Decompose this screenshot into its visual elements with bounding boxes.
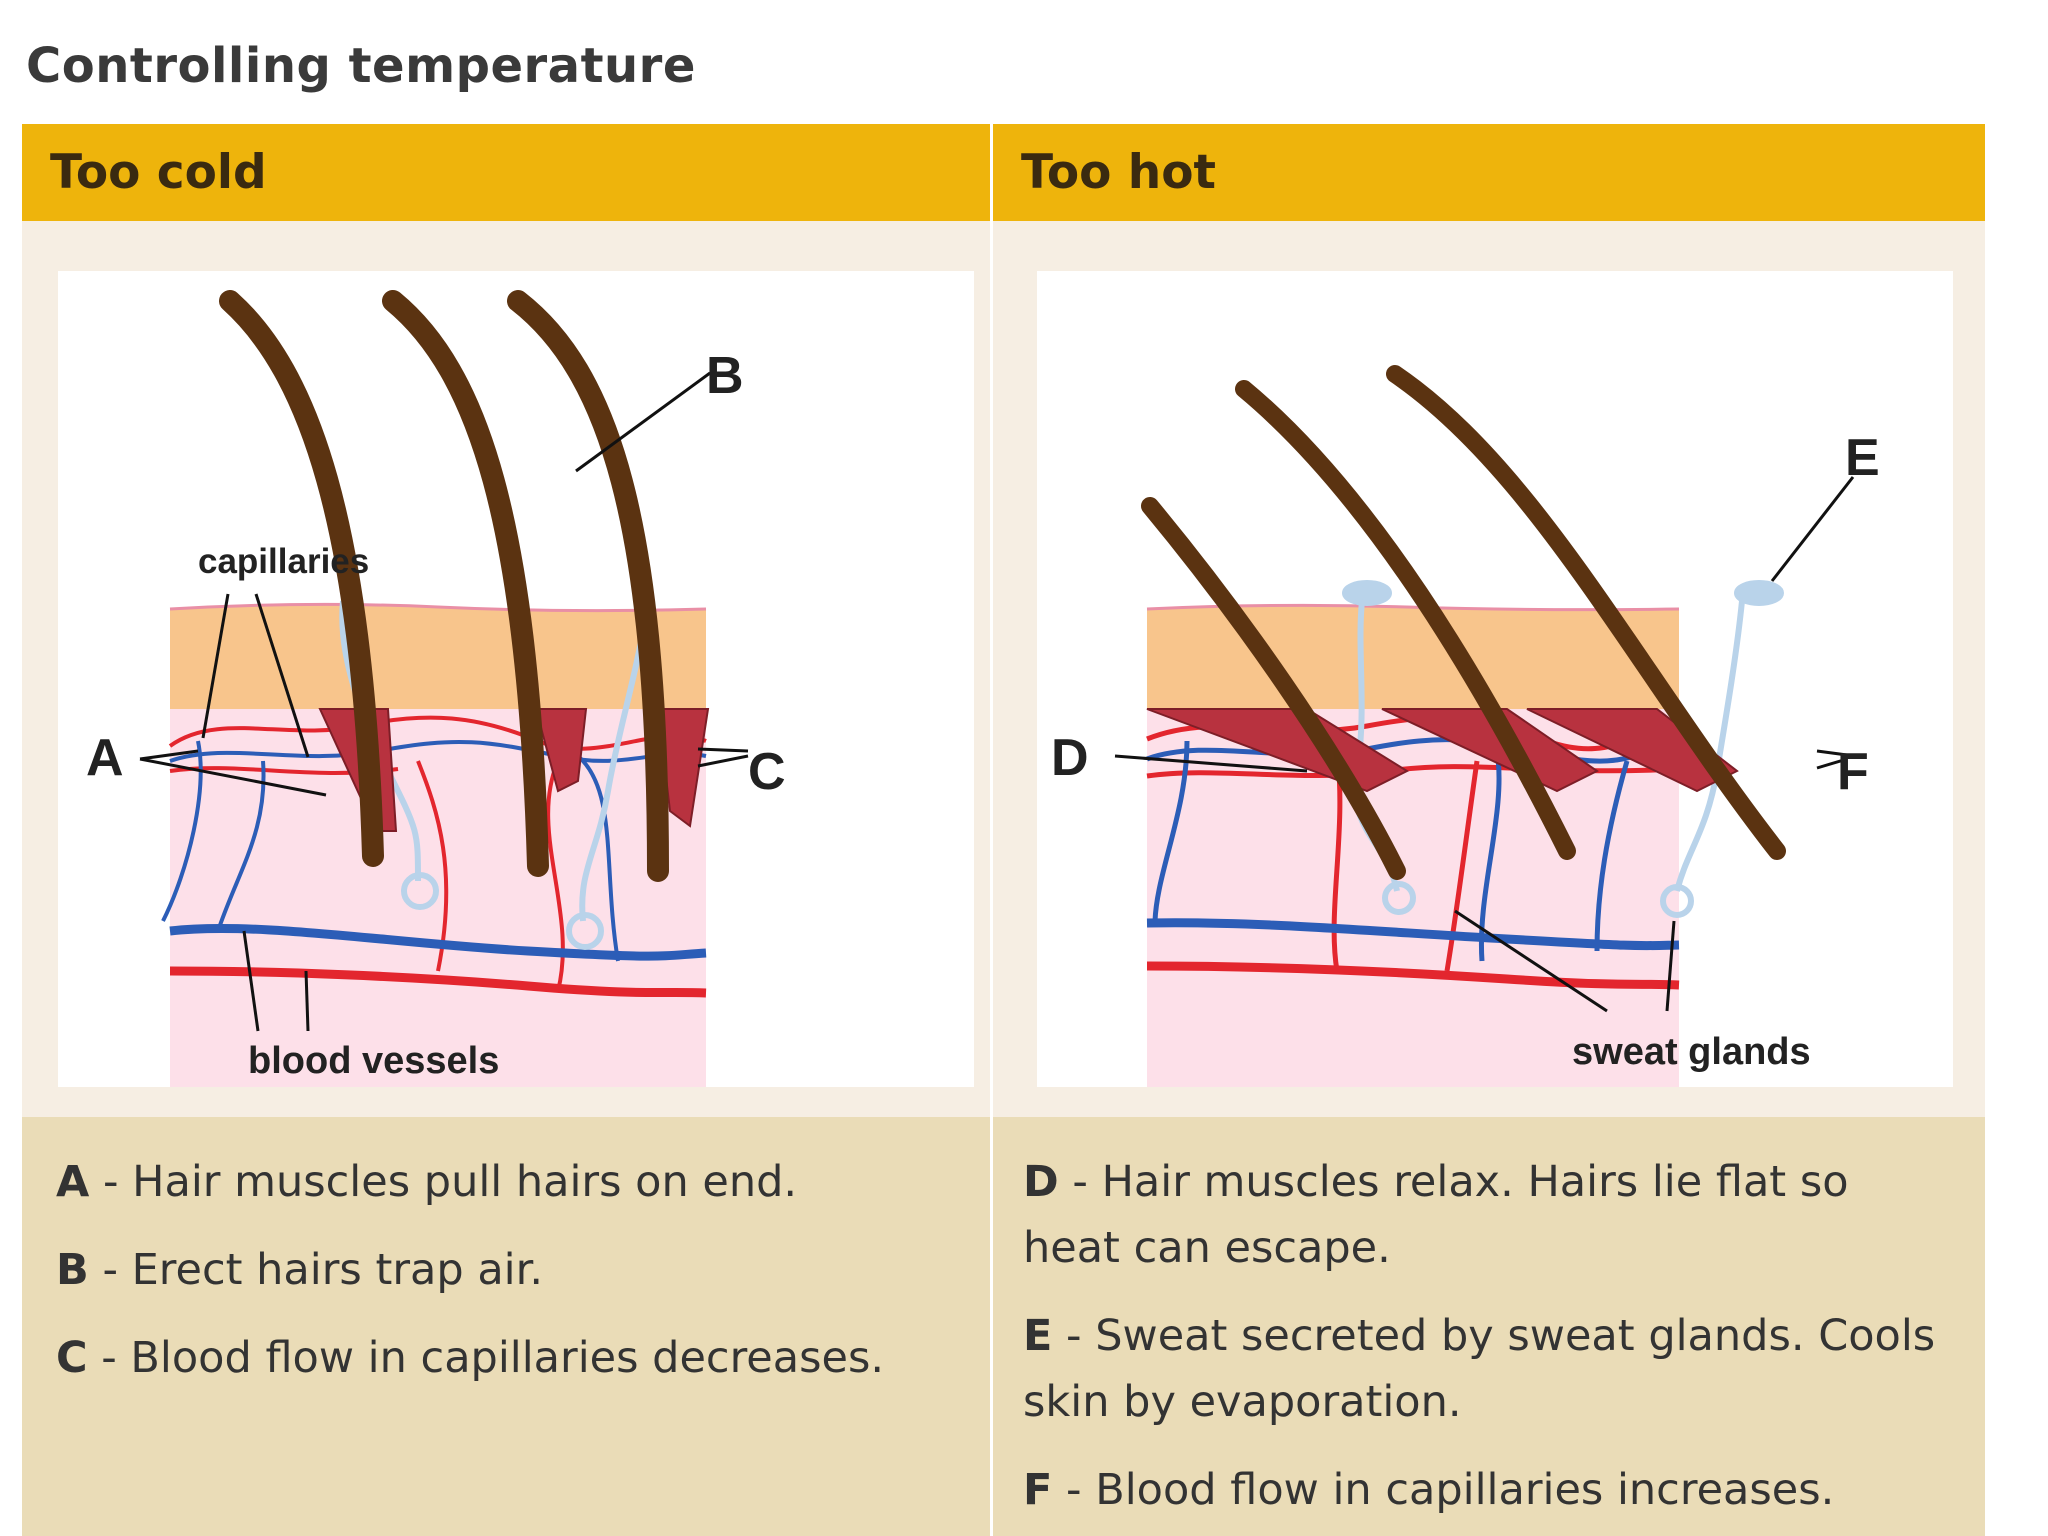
- explanation-item-E: E - Sweat secreted by sweat glands. Cool…: [1023, 1311, 1936, 1427]
- epidermis-layer: [170, 604, 706, 709]
- label-capillaries: capillaries: [198, 542, 369, 581]
- column-header-too-hot: Too hot: [993, 124, 1985, 221]
- skin-diagram-too-hot: E D F sweat glands: [1037, 271, 1953, 1087]
- explanation-item-C: C - Blood flow in capillaries decreases.: [56, 1333, 885, 1383]
- column-header-too-cold: Too cold: [22, 124, 990, 221]
- label-A: A: [86, 729, 124, 787]
- leader-lines-hot: [1114, 476, 1855, 1013]
- label-F: F: [1837, 743, 1869, 801]
- skin-cross-section-hot: E D F sweat glands: [1051, 365, 1880, 1087]
- dermis-layer: [170, 671, 706, 1087]
- explanation-cell-too-cold: A - Hair muscles pull hairs on end. B - …: [22, 1117, 990, 1536]
- explanation-item-B: B - Erect hairs trap air.: [56, 1245, 544, 1295]
- vein: [1146, 918, 1680, 951]
- leader-lines-cold: [139, 371, 749, 1032]
- explanation-item-A: A - Hair muscles pull hairs on end.: [56, 1157, 798, 1207]
- explanation-cell-too-hot: D - Hair muscles relax. Hairs lie flat s…: [993, 1117, 1985, 1536]
- vein: [169, 923, 707, 961]
- artery: [169, 966, 707, 998]
- label-C: C: [748, 743, 786, 801]
- label-blood-vessels: blood vessels: [248, 1040, 499, 1082]
- explanation-item-F: F - Blood flow in capillaries increases.: [1023, 1465, 1835, 1515]
- artery: [1146, 961, 1680, 990]
- explanation-item-D: D - Hair muscles relax. Hairs lie flat s…: [1023, 1157, 1849, 1273]
- label-sweat-glands: sweat glands: [1572, 1031, 1811, 1073]
- skin-cross-section-cold: capillaries blood vessels A B C: [86, 290, 786, 1087]
- hairs-flat: [1141, 365, 1786, 880]
- label-E: E: [1845, 429, 1880, 487]
- epidermis-layer: [1147, 605, 1679, 709]
- hairs-erect: [219, 290, 669, 882]
- page-title: Controlling temperature: [26, 38, 696, 94]
- label-B: B: [706, 347, 744, 405]
- label-D: D: [1051, 729, 1089, 787]
- skin-surface-line: [169, 602, 707, 613]
- skin-diagram-too-cold: capillaries blood vessels A B C: [58, 271, 974, 1087]
